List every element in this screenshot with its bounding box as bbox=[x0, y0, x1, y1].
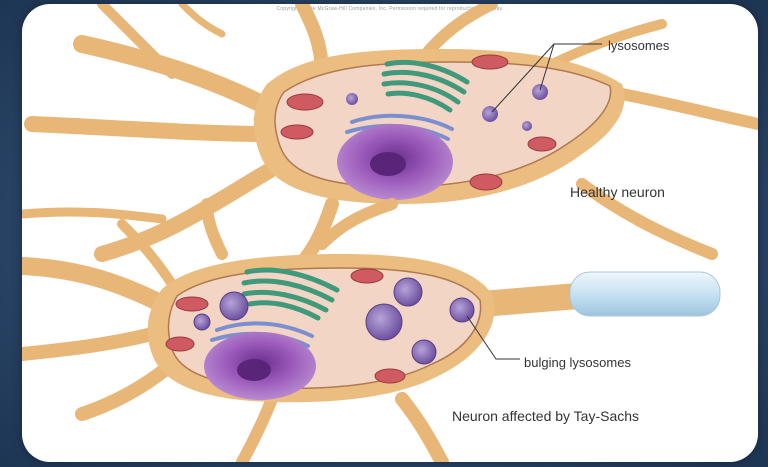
label-healthy-neuron: Healthy neuron bbox=[570, 184, 665, 200]
affected-nucleolus bbox=[237, 359, 271, 381]
myelin-sheath bbox=[570, 272, 720, 316]
illustration-card: Copyright © The McGraw-Hill Companies, I… bbox=[22, 4, 758, 462]
healthy-nucleolus bbox=[370, 152, 406, 176]
neuron-illustration bbox=[22, 4, 758, 462]
label-lysosomes: lysosomes bbox=[608, 38, 669, 53]
label-tay-sachs-neuron: Neuron affected by Tay-Sachs bbox=[452, 408, 639, 424]
label-bulging-lysosomes: bulging lysosomes bbox=[524, 355, 631, 370]
